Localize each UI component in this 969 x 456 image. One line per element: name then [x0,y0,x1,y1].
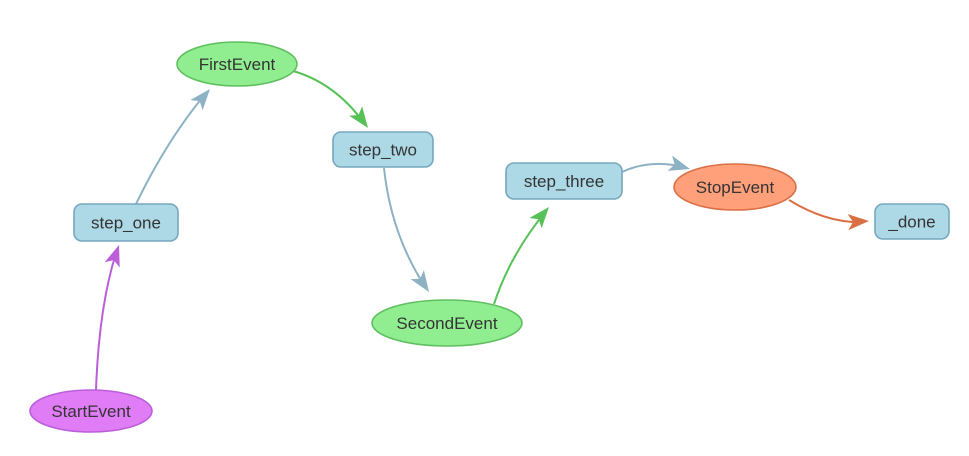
edge-SecondEvent-step_three[interactable] [493,202,555,305]
arrowhead-icon [190,89,210,111]
edge-FirstEvent-step_two[interactable] [292,70,374,133]
edge-step_three-StopEvent[interactable] [621,155,692,177]
edge-step_one-FirstEvent[interactable] [135,84,216,205]
node-StopEvent[interactable]: StopEvent [673,163,797,211]
arrowhead-icon [667,155,690,171]
node-SecondEvent[interactable]: SecondEvent [371,299,523,347]
arrowhead-icon [104,245,120,268]
node-StartEvent[interactable]: StartEvent [29,389,153,433]
edge-line-StartEvent-step_one[interactable] [95,249,118,391]
node-shape-ellipse[interactable] [673,163,797,211]
arrowhead-icon [349,106,368,128]
edge-StopEvent-_done[interactable] [788,199,869,231]
arrowhead-icon [410,270,429,292]
node-step_three[interactable]: step_three [505,162,623,200]
node-shape-box[interactable] [332,131,434,168]
node-step_two[interactable]: step_two [332,131,434,168]
node-step_one[interactable]: step_one [73,203,179,242]
edge-line-SecondEvent-step_three[interactable] [493,210,547,305]
node-shape-ellipse[interactable] [371,299,523,347]
node-_done[interactable]: _done [874,203,950,240]
edge-StartEvent-step_one[interactable] [95,242,127,391]
node-shape-box[interactable] [505,162,623,200]
node-shape-box[interactable] [874,203,950,240]
node-shape-box[interactable] [73,203,179,242]
edge-line-step_one-FirstEvent[interactable] [135,91,208,205]
arrowhead-icon [847,214,869,231]
node-shape-ellipse[interactable] [29,389,153,433]
edges-layer [95,70,869,391]
edge-line-step_two-SecondEvent[interactable] [383,167,427,289]
arrowhead-icon [529,207,549,229]
edge-step_two-SecondEvent[interactable] [383,167,436,296]
node-shape-ellipse[interactable] [176,41,298,87]
node-FirstEvent[interactable]: FirstEvent [176,41,298,87]
